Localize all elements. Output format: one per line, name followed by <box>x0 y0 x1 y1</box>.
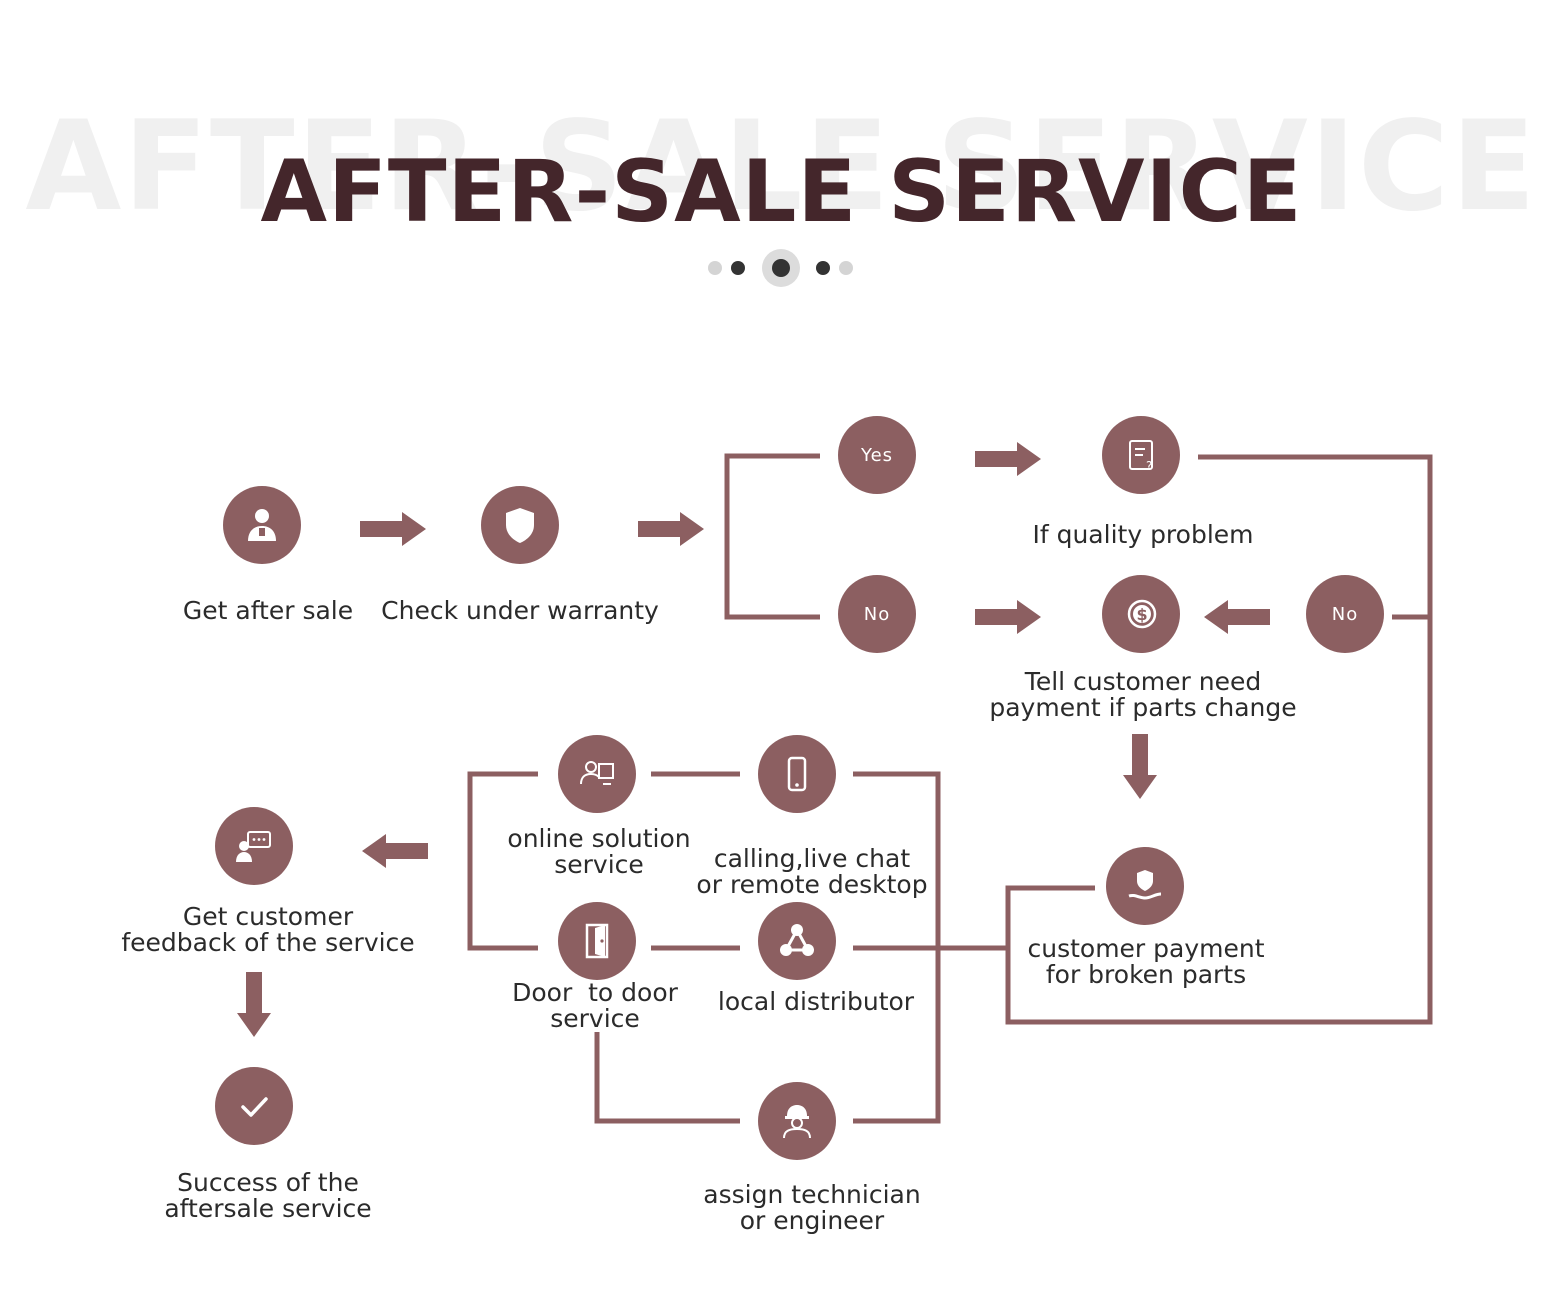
technician-label: assign technician or engineer <box>703 1182 920 1234</box>
calling-label: calling,live chat or remote desktop <box>696 846 927 898</box>
door-to-door-node <box>558 902 636 980</box>
tell-customer-label-line-1: Tell customer need <box>1024 667 1262 696</box>
options-bracket-left <box>467 771 538 951</box>
success-label-line-2: aftersale service <box>164 1194 372 1223</box>
dollar-coin-icon: $ <box>1127 599 1157 629</box>
yes-node: Yes <box>838 416 916 494</box>
technician-node <box>758 1082 836 1160</box>
success-node <box>215 1067 293 1145</box>
arrow-left-feedback <box>362 834 428 868</box>
user-monitor-icon <box>580 761 614 785</box>
customer-payment-node <box>1106 847 1184 925</box>
customer-payment-label: customer payment for broken parts <box>1027 936 1264 988</box>
tell-customer-label: Tell customer need payment if parts chan… <box>989 669 1296 721</box>
svg-text:?: ? <box>1146 459 1152 473</box>
feedback-label-line-1: Get customer <box>182 902 354 931</box>
tell-customer-node: $ <box>1102 575 1180 653</box>
check-warranty-node <box>481 486 559 564</box>
get-after-sale-label: Get after sale <box>183 598 353 624</box>
feedback-label: Get customer feedback of the service <box>121 904 414 956</box>
dot-5 <box>839 261 853 275</box>
chat-feedback-icon <box>236 831 271 862</box>
online-solution-label-line-2: service <box>554 850 644 879</box>
network-icon <box>780 924 814 956</box>
calling-label-line-1: calling,live chat <box>713 844 911 873</box>
door-to-door-label-line-2: service <box>550 1004 640 1033</box>
get-after-sale-label-line-1: Get after sale <box>182 596 354 625</box>
arrow-right-yes <box>975 442 1041 476</box>
door-to-door-label: Door to door service <box>512 980 678 1032</box>
arrow-right-1 <box>360 512 426 546</box>
calling-node <box>758 735 836 813</box>
get-after-sale-node <box>223 486 301 564</box>
no-right-text: No <box>1331 603 1359 625</box>
hand-shield-icon <box>1128 870 1162 900</box>
dot-4 <box>816 261 830 275</box>
technician-label-line-2: or engineer <box>739 1206 885 1235</box>
quality-problem-label-line-1: If quality problem <box>1032 520 1254 549</box>
document-question-icon: ? <box>1129 440 1153 473</box>
no-right-node: No <box>1306 575 1384 653</box>
branch-bracket <box>724 453 820 620</box>
feedback-label-line-2: feedback of the service <box>121 928 415 957</box>
arrow-down-success <box>237 972 271 1037</box>
online-solution-node <box>558 735 636 813</box>
tell-customer-label-line-2: payment if parts change <box>989 693 1297 722</box>
customer-payment-label-line-2: for broken parts <box>1045 960 1247 989</box>
dot-2 <box>731 261 745 275</box>
phone-icon <box>787 756 807 792</box>
customer-payment-label-line-1: customer payment <box>1027 934 1265 963</box>
local-distributor-label: local distributor <box>718 989 914 1015</box>
quality-loop-line <box>1005 454 1433 1025</box>
check-icon <box>241 1097 268 1117</box>
success-label-line-1: Success of the <box>177 1168 359 1197</box>
dot-1 <box>708 261 722 275</box>
user-icon <box>248 509 276 541</box>
dot-3-active-inner <box>772 259 790 277</box>
local-distributor-node <box>758 902 836 980</box>
yes-text: Yes <box>860 444 894 466</box>
online-solution-label-line-1: online solution <box>507 824 691 853</box>
door-to-door-label-line-1: Door to door <box>512 978 678 1007</box>
arrow-left-no <box>1204 600 1270 634</box>
title-watermark: AFTER-SALE SERVICE <box>25 95 1538 239</box>
check-warranty-label: Check under warranty <box>381 598 659 624</box>
svg-text:$: $ <box>1137 605 1148 624</box>
feedback-node <box>215 807 293 885</box>
quality-problem-label: If quality problem <box>1032 522 1253 548</box>
arrow-right-2 <box>638 512 704 546</box>
pagination-dots <box>0 248 1563 288</box>
no-left-text: No <box>863 603 891 625</box>
online-solution-label: online solution service <box>507 826 690 878</box>
technician-icon <box>783 1105 811 1139</box>
page-title: AFTER-SALE SERVICE <box>260 142 1303 242</box>
check-warranty-label-line-1: Check under warranty <box>381 596 659 625</box>
calling-label-line-2: or remote desktop <box>696 870 928 899</box>
no-left-node: No <box>838 575 916 653</box>
success-label: Success of the aftersale service <box>164 1170 371 1222</box>
local-distributor-label-line-1: local distributor <box>717 987 915 1016</box>
technician-label-line-1: assign technician <box>703 1180 921 1209</box>
shield-icon <box>506 508 534 543</box>
arrow-right-no <box>975 600 1041 634</box>
arrow-down-payment <box>1123 734 1157 799</box>
quality-problem-node: ? <box>1102 416 1180 494</box>
door-technician-line <box>594 1032 740 1124</box>
door-icon <box>585 923 609 959</box>
